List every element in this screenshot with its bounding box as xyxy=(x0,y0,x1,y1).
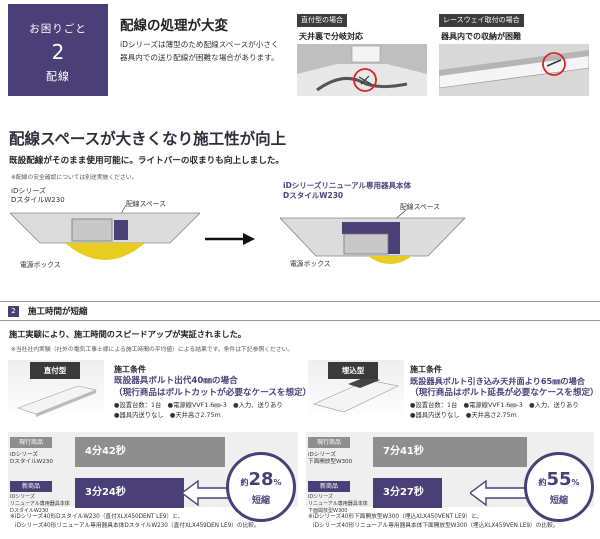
panel-left-current-time: 4分42秒 xyxy=(85,446,126,457)
panel-left-reduction-unit: % xyxy=(273,478,282,487)
panel-left-cond-title: 施工条件 xyxy=(114,365,146,374)
section2-header-bar xyxy=(0,301,600,321)
section1-title: 配線スペースが大きくなり施工性が向上 xyxy=(9,130,287,148)
panel-right-new-tag: 新商品 xyxy=(308,481,350,492)
panel-left-new-name: iDシリーズ リニューアル専用器具本体 DスタイルW230 xyxy=(10,494,70,514)
section2-number: 2 xyxy=(8,306,19,317)
panel-right-reduction-circle: 約55% 短縮 xyxy=(524,452,594,522)
case-direct-caption: 天井裏で分岐対応 xyxy=(299,32,363,41)
panel-left-new-tag: 新商品 xyxy=(10,481,52,492)
panel-right-cond-main1: 既設器具ボルト引き込み天井面より65㎜の場合 xyxy=(410,376,585,386)
panel-right-reduction-unit: % xyxy=(571,478,580,487)
problem-label-top: お困りごと xyxy=(29,23,87,35)
panel-left-reduction-value: 28 xyxy=(248,469,274,490)
new-space-label: 配線スペース xyxy=(400,203,440,211)
panel-right-cond-d2: ●器具内送りなし ●天井高さ2.75m xyxy=(410,412,517,419)
old-fixture-diagram xyxy=(10,205,200,260)
old-box-label: 電源ボックス xyxy=(20,261,61,269)
problem-title: 配線の処理が大変 xyxy=(120,18,228,34)
panel-left-current-bar: 4分42秒 xyxy=(75,437,226,467)
case-direct-photo xyxy=(297,44,427,96)
section1-note: ※配線の安全確認については別途実施ください。 xyxy=(11,175,138,181)
panel-right-new-time: 3分27秒 xyxy=(383,487,424,498)
case-rail-tag: レースウェイ取付の場合 xyxy=(439,14,524,27)
section1-subtitle: 既設配線がそのまま使用可能に。ライトバーの収まりも向上しました。 xyxy=(9,156,285,166)
panel-left-cond-main2: （現行商品はボルトカットが必要なケースを想定） xyxy=(114,388,312,398)
panel-left-reduction-arrow xyxy=(182,479,232,507)
panel-right-reduction-prefix: 約 xyxy=(538,478,547,487)
panel-left-current-name: iDシリーズ DスタイルW230 xyxy=(10,452,53,465)
problem-badge: お困りごと 2 配線 xyxy=(8,4,108,96)
panel-left-reduction-label: 短縮 xyxy=(251,496,270,506)
section2-note: ※当社社内実験（社外の電気工事士様による施工時間の平均値）による結果です。条件は… xyxy=(11,347,294,353)
new-model-line1: iDシリーズリニューアル専用器具本体 xyxy=(283,181,412,190)
new-model-line2: DスタイルW230 xyxy=(283,191,344,200)
panel-left-new-bar: 3分24秒 xyxy=(75,478,184,508)
panel-right-cond-d1: ●設置台数：1台 ●電源線VVF1.6㎜-3 ●入力、送りあり xyxy=(410,402,579,409)
panel-right-footnote1: ※iDシリーズ40形下面開放型W300（埋込XLX450VENT LE9）と、 xyxy=(308,514,483,520)
arrow-right-icon xyxy=(205,233,255,245)
case-rail-caption: 器具内での収納が困難 xyxy=(441,32,521,41)
panel-right-current-bar: 7分41秒 xyxy=(373,437,527,467)
panel-right-new-bar: 3分27秒 xyxy=(373,478,442,508)
case-rail-photo xyxy=(439,44,589,96)
section2-title: 施工時間が短縮 xyxy=(28,307,88,317)
panel-left-current-tag: 現行商品 xyxy=(10,437,52,448)
panel-left-cond-main1: 既設器具ボルト出代40㎜の場合 xyxy=(114,376,238,386)
problem-number: 2 xyxy=(51,40,65,64)
panel-left-badge: 直付型 xyxy=(30,362,80,379)
old-model-line2: DスタイルW230 xyxy=(11,196,65,204)
new-fixture-diagram xyxy=(280,210,466,264)
panel-right-cond-main2: （現行商品はボルト延長が必要なケースを想定） xyxy=(410,388,599,398)
section2-subtitle: 施工実験により、施工時間のスピードアップが実証されました。 xyxy=(9,329,246,339)
panel-left-footnote1: ※iDシリーズ40形DスタイルW230（直付XLX450DENT LE9）と、 xyxy=(10,514,184,520)
problem-text: iDシリーズは薄型のため配線スペースが小さく器具内での送り配線が困難な場合があり… xyxy=(120,40,279,62)
case-direct-tag: 直付型の場合 xyxy=(297,14,347,27)
panel-right-current-name: iDシリーズ 下面開放型W300 xyxy=(308,452,353,465)
panel-left-new-time: 3分24秒 xyxy=(85,487,126,498)
panel-right-footnote2: iDシリーズ40形リニューアル専用器具本体下面開放型W300（埋込XLX459V… xyxy=(313,523,559,529)
new-box-label: 電源ボックス xyxy=(290,260,331,268)
panel-right-reduction-label: 短縮 xyxy=(549,496,568,506)
panel-right-reduction-arrow xyxy=(470,479,532,507)
panel-right-cond-title: 施工条件 xyxy=(410,365,442,374)
panel-right-badge: 埋込型 xyxy=(328,362,378,379)
panel-left-footnote2: iDシリーズ40形リニューアル専用器具本体DスタイルW230（直付XLX459D… xyxy=(15,523,260,529)
panel-right-reduction-value: 55 xyxy=(546,469,572,490)
panel-left-reduction-prefix: 約 xyxy=(240,478,249,487)
old-space-label: 配線スペース xyxy=(126,200,166,208)
panel-left-reduction-circle: 約28% 短縮 xyxy=(226,452,296,522)
panel-right-current-tag: 現行商品 xyxy=(308,437,350,448)
panel-right-current-time: 7分41秒 xyxy=(383,446,424,457)
panel-right-new-name: iDシリーズ リニューアル専用器具本体 下面開放型W300 xyxy=(308,494,368,514)
panel-left-cond-d2: ●器具内送りなし ●天井高さ2.75m xyxy=(114,412,221,419)
problem-label-bottom: 配線 xyxy=(46,70,70,83)
panel-left-cond-d1: ●設置台数：1台 ●電源線VVF1.6㎜-3 ●入力、送りあり xyxy=(114,402,283,409)
old-model-line1: iDシリーズ xyxy=(11,187,46,195)
